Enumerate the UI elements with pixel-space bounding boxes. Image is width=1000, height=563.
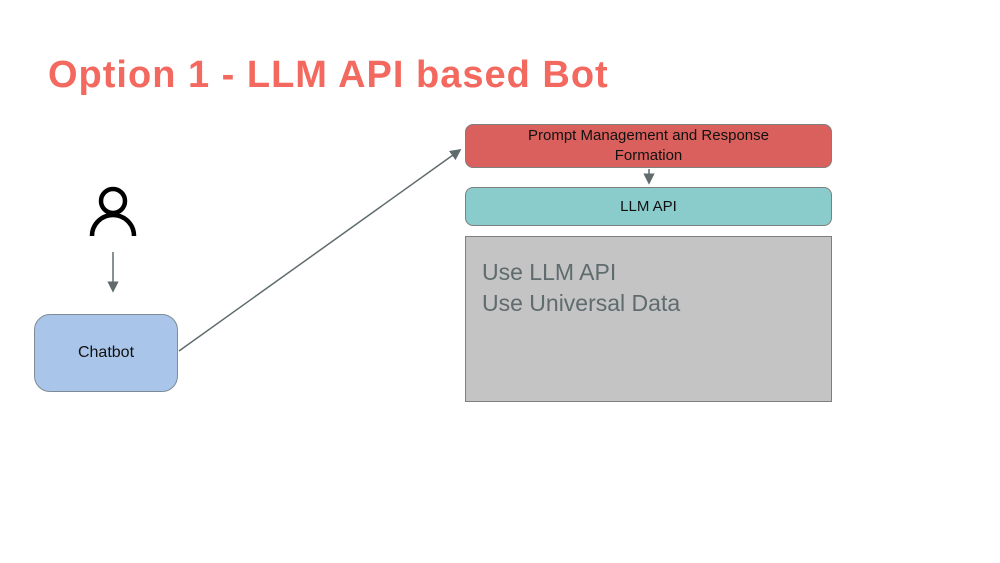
node-prompt-management-label-line2: Formation xyxy=(614,147,683,164)
slide-title: Option 1 - LLM API based Bot xyxy=(48,54,609,96)
arrow-chatbot-to-prompt xyxy=(178,149,462,352)
detail-note-line1: Use LLM API xyxy=(482,259,617,285)
node-llm-api-label: LLM API xyxy=(620,198,677,215)
detail-note-line2: Use Universal Data xyxy=(482,290,681,316)
node-prompt-management-label-line1: Prompt Management and Response xyxy=(528,127,769,144)
node-chatbot-label: Chatbot xyxy=(77,344,135,361)
person-icon xyxy=(89,186,137,237)
node-chatbot: Chatbot xyxy=(34,314,178,392)
node-detail-notes: Use LLM API Use Universal Data xyxy=(465,236,832,402)
node-prompt-management: Prompt Management and Response Formation xyxy=(465,124,832,168)
node-llm-api: LLM API xyxy=(465,187,832,226)
